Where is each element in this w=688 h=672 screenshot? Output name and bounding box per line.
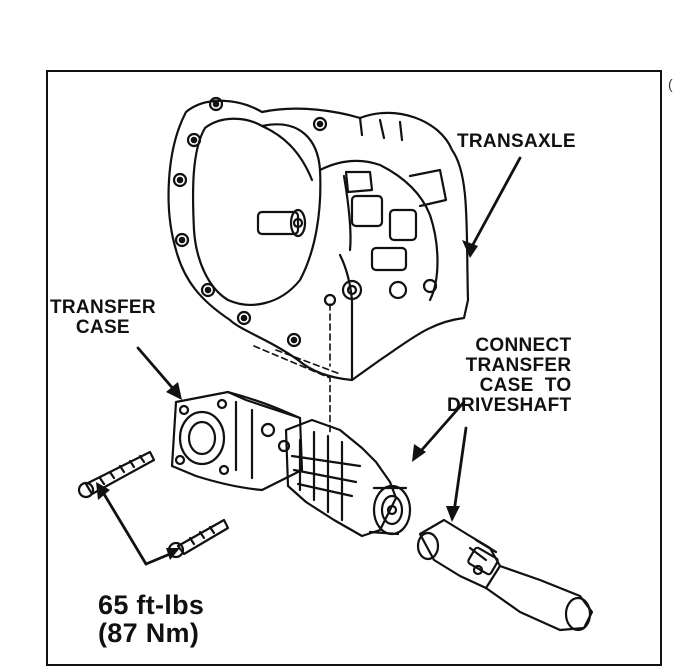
transaxle-label: TRANSAXLE [457,131,576,152]
transfer-case-label: TRANSFER CASE [50,298,156,338]
torque-spec-nm: (87 Nm) [98,618,200,649]
transfer-case-label-line1: TRANSFER [50,297,156,318]
diagram-frame [46,70,662,666]
alignment-lines [253,303,341,433]
connect-label-line4: DRIVESHAFT [447,394,572,416]
transfer-case-label-line2: CASE [75,316,130,338]
connect-label-line1: CONNECT [475,335,572,356]
leader-arrows [102,156,522,566]
connect-label-line2: TRANSFER [465,354,572,376]
torque-spec-ftlbs: 65 ft-lbs [98,590,205,620]
transfer-case [170,390,412,538]
arrowheads [96,240,478,560]
connect-label-line3: CASE TO [479,374,572,396]
transaxle-housing [167,96,470,382]
mounting-bolts [77,450,230,559]
connect-driveshaft-label: CONNECT TRANSFER CASE TO DRIVESHAFT [447,336,571,416]
torque-spec-label: 65 ft-lbs (87 Nm) [98,591,204,648]
stray-mark: ( [668,76,673,92]
driveshaft [416,518,594,632]
